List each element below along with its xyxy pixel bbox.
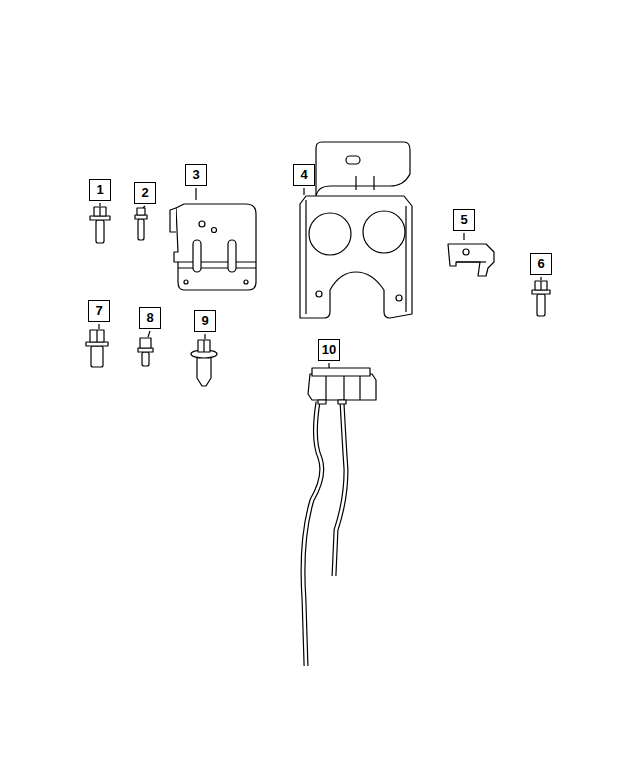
callout-number: 9 <box>194 310 216 332</box>
bolt <box>90 207 110 243</box>
callout-number: 5 <box>453 209 475 231</box>
bolt <box>138 338 153 366</box>
bolt <box>135 208 147 240</box>
callout-number: 4 <box>293 164 315 186</box>
clip <box>448 244 494 276</box>
bolt <box>191 340 217 386</box>
leader-lines <box>99 188 541 370</box>
bolt <box>532 281 550 316</box>
callout-number: 1 <box>89 179 111 201</box>
callout-number: 10 <box>318 339 340 361</box>
mounting-bracket <box>170 204 256 290</box>
callout-number: 7 <box>88 300 110 322</box>
bolt <box>86 330 108 367</box>
mounting-plate <box>300 142 412 318</box>
callout-number: 2 <box>134 182 156 204</box>
wire-connector <box>303 368 376 666</box>
callout-number: 8 <box>139 307 161 329</box>
callout-number: 3 <box>185 164 207 186</box>
callout-number: 6 <box>530 253 552 275</box>
